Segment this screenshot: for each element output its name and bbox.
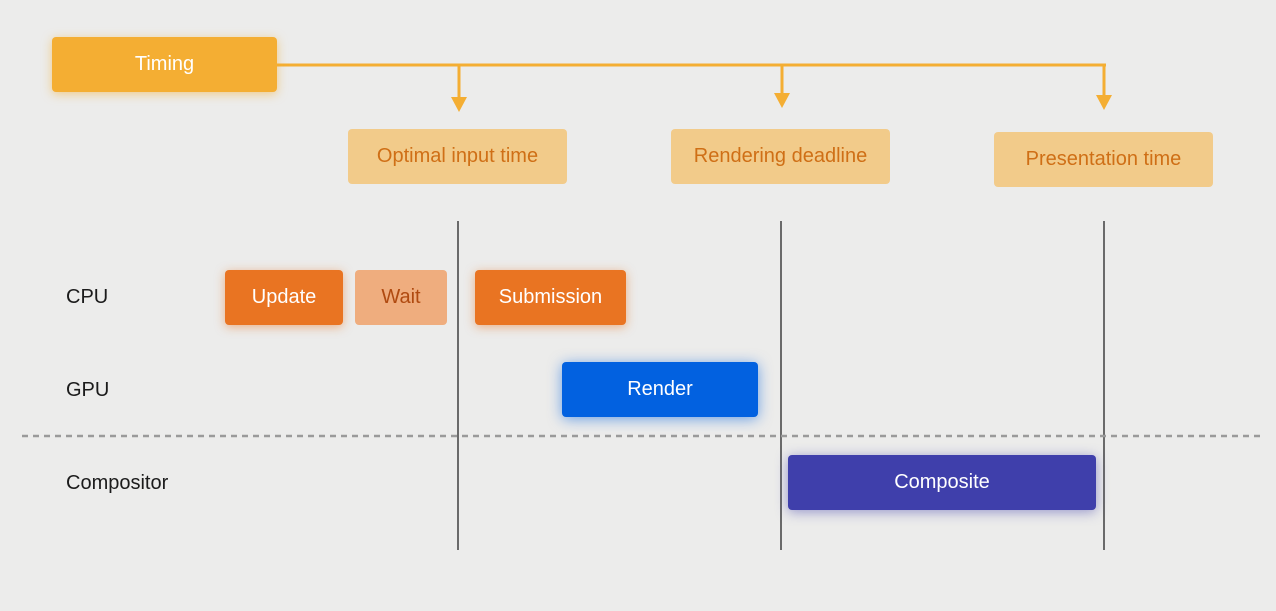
row-label-cpu: CPU — [66, 286, 109, 308]
arrowhead-presentation-icon — [1096, 95, 1112, 110]
timing-box: Timing — [52, 37, 277, 92]
row-label-gpu: GPU — [66, 379, 110, 401]
timing-connector — [277, 63, 1106, 98]
marker-rendering-deadline: Rendering deadline — [671, 129, 890, 184]
task-submission: Submission — [475, 270, 626, 325]
timing-arrowheads — [451, 93, 1112, 112]
task-update: Update — [225, 270, 343, 325]
task-wait: Wait — [355, 270, 447, 325]
task-render: Render — [562, 362, 758, 417]
task-composite: Composite — [788, 455, 1096, 510]
arrowhead-deadline-icon — [774, 93, 790, 108]
row-label-compositor: Compositor — [66, 472, 169, 494]
marker-presentation-time: Presentation time — [994, 132, 1213, 187]
marker-optimal-input-time: Optimal input time — [348, 129, 567, 184]
arrowhead-input-icon — [451, 97, 467, 112]
